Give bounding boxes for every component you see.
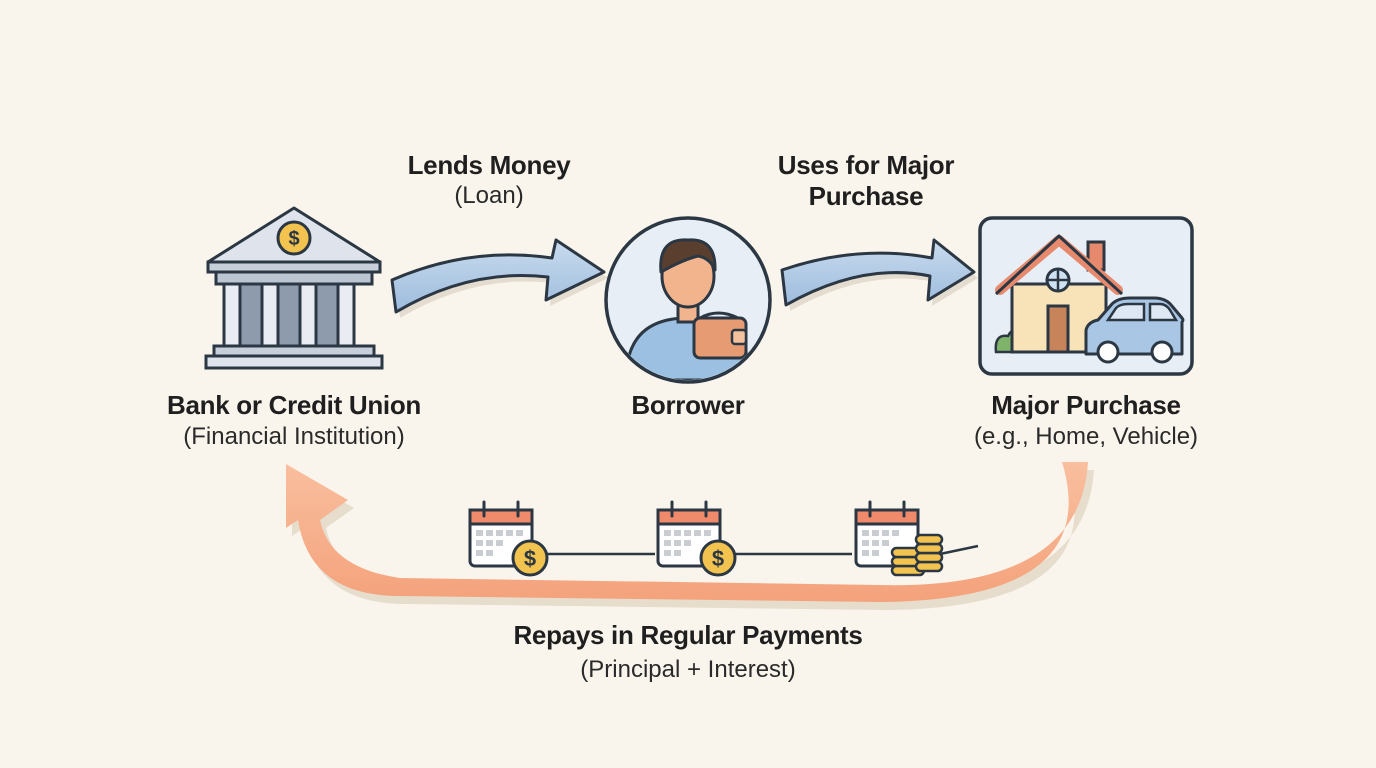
lend-arrow-subtitle: (Loan) — [454, 182, 524, 209]
lend-arrow-title: Lends Money — [407, 150, 571, 180]
calendar-dollar-icon: $ — [468, 500, 549, 577]
bank-subtitle: (Financial Institution) — [183, 423, 405, 450]
bank-icon: $ — [204, 206, 384, 370]
person-with-wallet-icon — [604, 216, 772, 384]
calendar-dollar-icon: $ — [656, 500, 737, 577]
svg-text:$: $ — [712, 546, 724, 571]
svg-text:$: $ — [524, 546, 536, 571]
purchase-title: Major Purchase — [991, 390, 1181, 420]
purchase-subtitle: (e.g., Home, Vehicle) — [973, 423, 1199, 450]
svg-text:$: $ — [288, 228, 299, 250]
lend-arrow — [390, 238, 608, 318]
repay-arrow — [286, 462, 1094, 610]
bank-title: Bank or Credit Union — [166, 390, 422, 420]
borrower-title: Borrower — [631, 390, 745, 420]
repay-arrow-title: Repays in Regular Payments — [513, 620, 863, 650]
calendar-coins-icon — [854, 500, 944, 577]
use-arrow-title-line1: Uses for Major — [777, 150, 955, 180]
repay-arrow-subtitle: (Principal + Interest) — [580, 656, 796, 683]
house-and-car-icon — [978, 216, 1194, 376]
use-arrow — [780, 238, 978, 311]
use-arrow-title-line2: Purchase — [808, 181, 924, 211]
